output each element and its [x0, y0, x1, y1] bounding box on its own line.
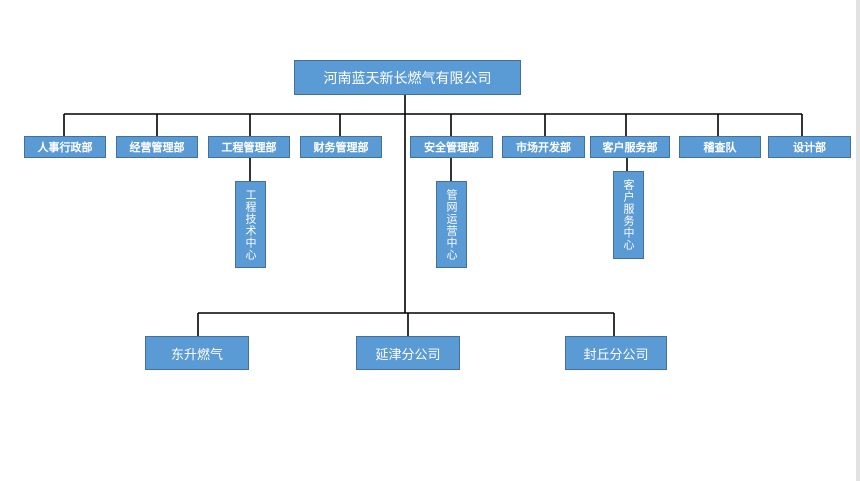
window-edge: [856, 0, 860, 481]
branch-node-1: 东升燃气: [145, 336, 249, 370]
dept-node-8: 稽查队: [679, 136, 761, 158]
dept-node-1: 人事行政部: [24, 136, 106, 158]
dept-node-2: 经营管理部: [116, 136, 198, 158]
dept-node-3: 工程管理部: [208, 136, 290, 158]
dept-node-4: 财务管理部: [300, 136, 382, 158]
dept-node-5: 安全管理部: [410, 136, 493, 158]
branch-node-3: 封丘分公司: [565, 336, 667, 370]
dept-node-7: 客户服务部: [590, 136, 670, 158]
dept-node-6: 市场开发部: [502, 136, 585, 158]
sub-unit-node-1: 工程技术中心: [235, 181, 266, 268]
sub-unit-node-3: 客户服务中心: [613, 171, 644, 259]
dept-node-9: 设计部: [768, 136, 851, 158]
root-node: 河南蓝天新长燃气有限公司: [294, 60, 521, 95]
branch-node-2: 延津分公司: [356, 336, 460, 370]
sub-unit-node-2: 管网运营中心: [436, 181, 467, 268]
